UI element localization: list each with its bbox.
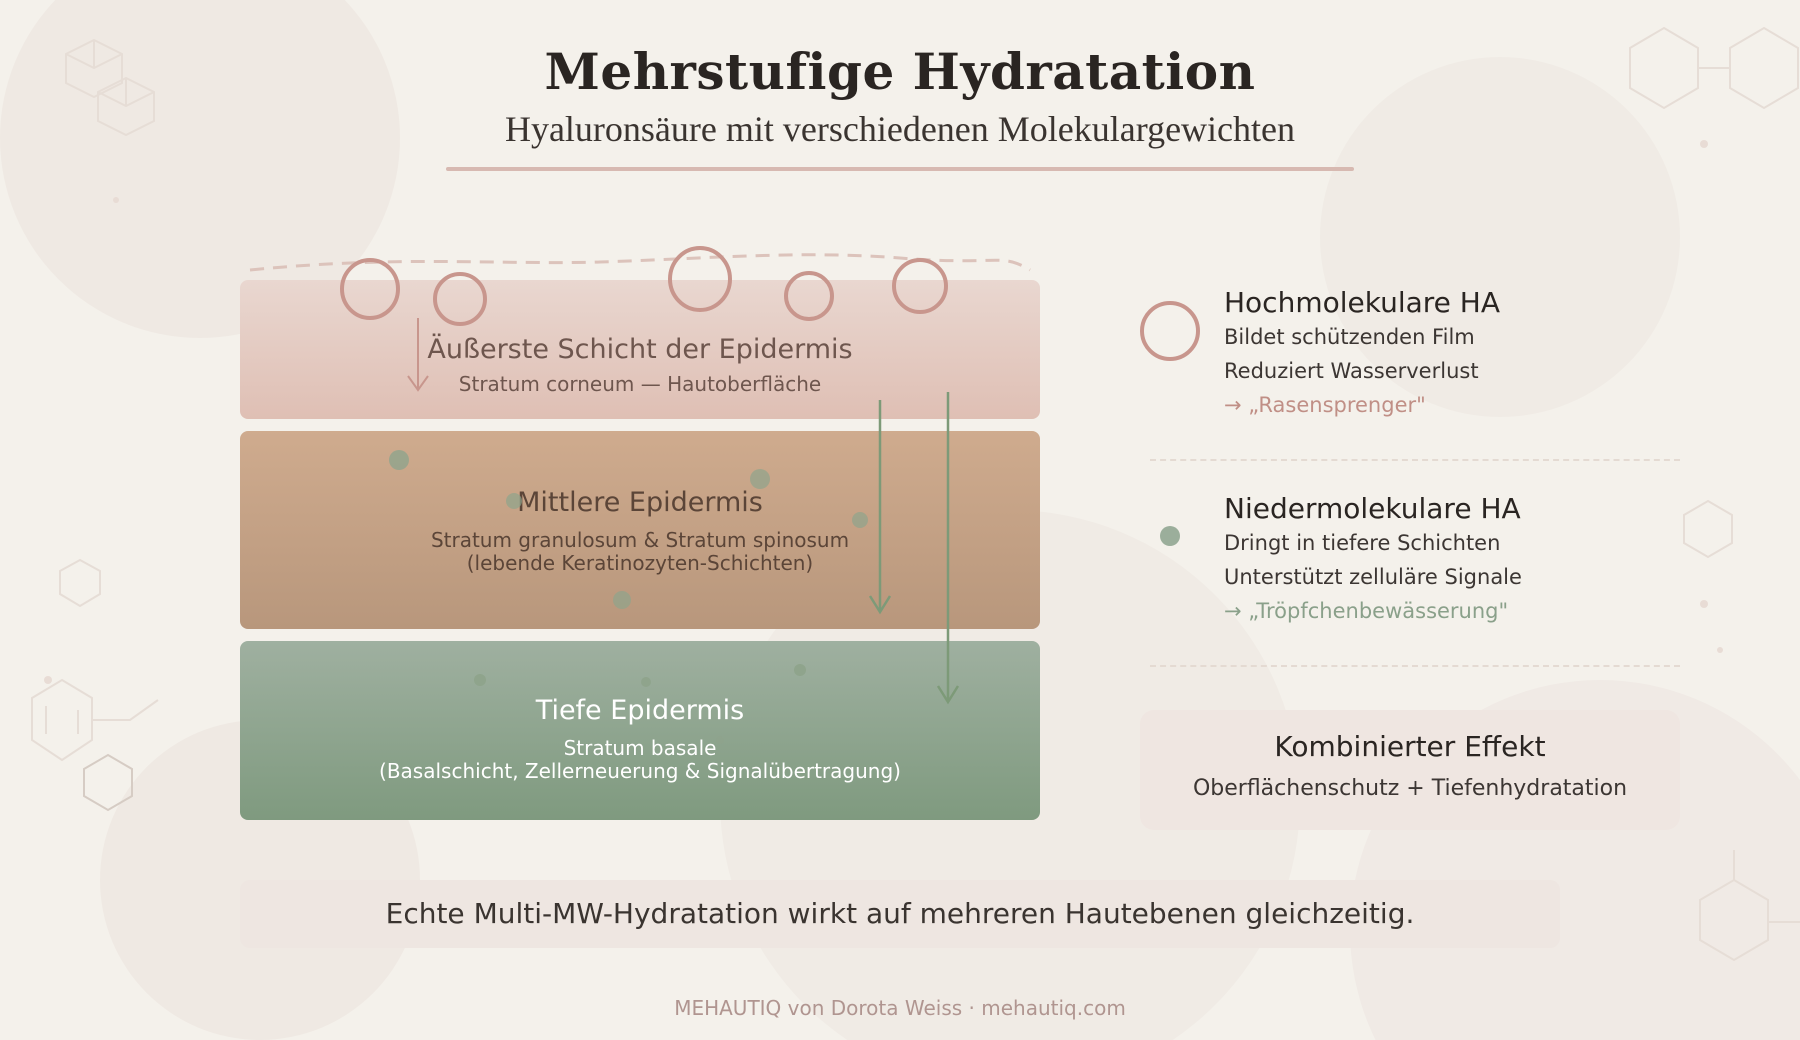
legend-line: Dringt in tiefere Schichten [1224, 531, 1501, 555]
legend-line: Unterstützt zelluläre Signale [1224, 565, 1522, 589]
layer-middle-epidermis: Mittlere Epidermis Stratum granulosum & … [240, 431, 1040, 629]
legend-divider [1150, 665, 1680, 667]
page-title: Mehrstufige Hydratation [544, 42, 1256, 101]
layer-stratum-corneum: Äußerste Schicht der Epidermis Stratum c… [240, 280, 1040, 419]
layer-line: Stratum granulosum & Stratum spinosum [430, 528, 850, 552]
legend-high-mw-ha: Hochmolekulare HA Bildet schützenden Fil… [1224, 286, 1500, 422]
layer-description: Stratum granulosum & Stratum spinosum (l… [240, 529, 1040, 575]
combined-effect-box: Kombinierter Effekt Oberflächenschutz + … [1140, 710, 1680, 830]
layer-title: Äußerste Schicht der Epidermis [427, 334, 853, 365]
layer-line: (lebende Keratinozyten-Schichten) [466, 551, 814, 575]
legend-title: Niedermolekulare HA [1224, 492, 1521, 525]
layer-description: Stratum basale (Basalschicht, Zellerneue… [240, 737, 1040, 783]
title-divider [446, 167, 1354, 171]
summary-banner: Echte Multi-MW-Hydratation wirkt auf meh… [240, 880, 1560, 948]
layer-description: Stratum corneum — Hautoberfläche [458, 372, 822, 396]
legend-low-mw-ha: Niedermolekulare HA Dringt in tiefere Sc… [1224, 492, 1522, 628]
layer-title: Mittlere Epidermis [517, 487, 763, 518]
page-subtitle: Hyaluronsäure mit verschiedenen Molekula… [504, 109, 1296, 149]
legend-note: → „Rasensprenger" [1224, 393, 1426, 417]
effect-title: Kombinierter Effekt [1274, 730, 1546, 763]
summary-text: Echte Multi-MW-Hydratation wirkt auf meh… [385, 897, 1415, 930]
legend-divider [1150, 459, 1680, 461]
layer-line: (Basalschicht, Zellerneuerung & Signalüb… [379, 759, 901, 783]
layer-line: Stratum basale [563, 736, 717, 760]
effect-text: Oberflächenschutz + Tiefenhydratation [1192, 776, 1628, 801]
legend-title: Hochmolekulare HA [1224, 286, 1501, 319]
layer-title: Tiefe Epidermis [535, 695, 745, 726]
legend-line: Reduziert Wasserverlust [1224, 359, 1479, 383]
legend-line: Bildet schützenden Film [1224, 325, 1475, 349]
footer-credit: MEHAUTIQ von Dorota Weiss · mehautiq.com [674, 996, 1126, 1020]
layer-deep-epidermis: Tiefe Epidermis Stratum basale (Basalsch… [240, 641, 1040, 820]
legend-note: → „Tröpfchenbewässerung" [1224, 599, 1509, 623]
